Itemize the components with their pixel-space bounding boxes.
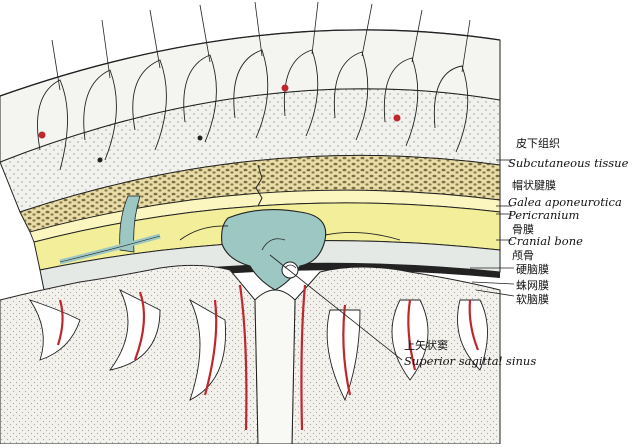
label-galea-cn: 帽状腱膜 [512, 179, 556, 192]
label-sinus-cn: 上矢状窦 [404, 339, 448, 352]
label-pericranium-en: Pericranium [508, 208, 580, 222]
label-cranial-bone-en: Cranial bone [508, 234, 583, 248]
leader-lines [269, 159, 515, 361]
suture-line [255, 164, 263, 207]
label-pericranium-cn: 骨膜 [512, 223, 534, 236]
label-sinus-en: Superior sagittal sinus [404, 354, 537, 368]
label-pia-cn: 软脑膜 [516, 293, 549, 306]
label-arachnoid-cn: 蛛网膜 [516, 279, 549, 292]
label-cranial-bone-cn: 颅骨 [512, 249, 534, 262]
subcutaneous-layer [0, 1, 501, 213]
label-subcutaneous-cn: 皮下组织 [516, 137, 560, 150]
label-galea-en: Galea aponeurotica [508, 195, 622, 209]
label-dura-cn: 硬脑膜 [516, 263, 549, 276]
label-subcutaneous-en: Subcutaneous tissue [508, 156, 629, 170]
